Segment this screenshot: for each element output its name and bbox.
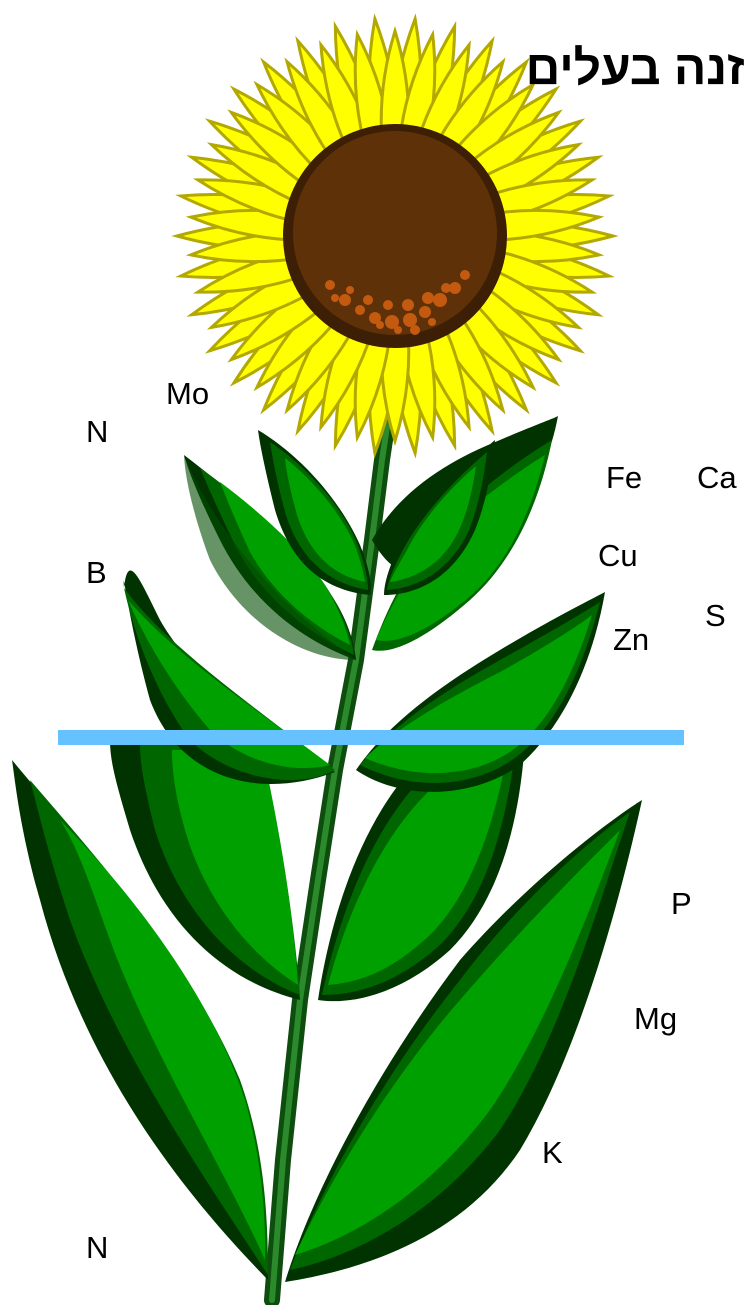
divider-line: [58, 730, 684, 745]
label-p: P: [671, 888, 692, 919]
label-mo: Mo: [166, 378, 209, 409]
page-title: הזנה בעלים: [526, 45, 747, 93]
label-n-top: N: [86, 416, 108, 447]
label-fe: Fe: [606, 462, 642, 493]
flower-center: [293, 131, 497, 335]
label-zn: Zn: [613, 624, 649, 655]
label-k: K: [542, 1137, 563, 1168]
label-cu: Cu: [598, 540, 638, 571]
label-ca: Ca: [697, 462, 737, 493]
label-s: S: [705, 600, 726, 631]
label-mg: Mg: [634, 1003, 677, 1034]
label-n-bottom: N: [86, 1232, 108, 1263]
label-b: B: [86, 557, 107, 588]
